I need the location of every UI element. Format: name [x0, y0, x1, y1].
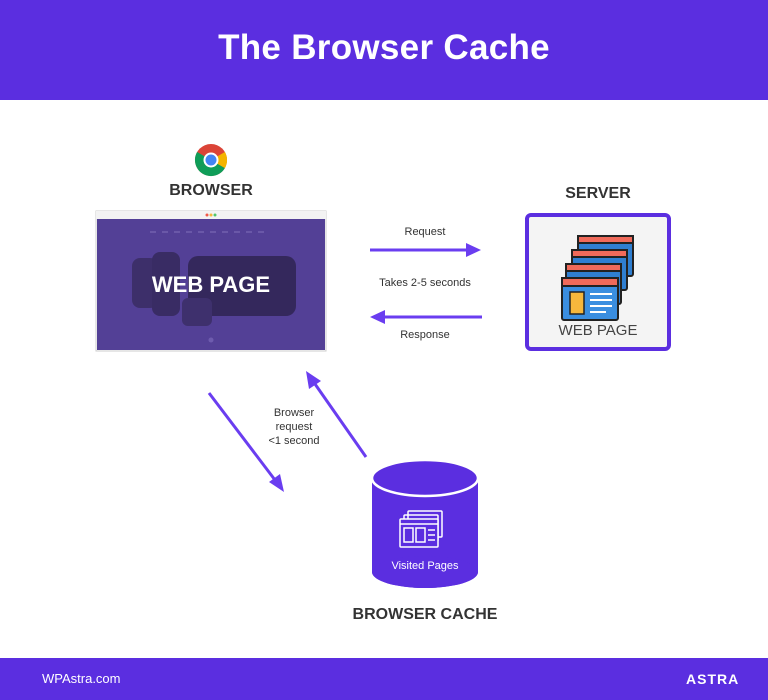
- page-title: The Browser Cache: [218, 28, 550, 67]
- browser-window: [95, 210, 327, 352]
- footer-brand-text: ASTRA: [686, 671, 740, 687]
- footer-site-link[interactable]: WPAstra.com: [42, 671, 121, 686]
- timing-label: Takes 2-5 seconds: [379, 277, 471, 289]
- cache-content-text: Visited Pages: [391, 560, 459, 572]
- browser-label: BROWSER: [169, 182, 253, 199]
- request-arrow: [370, 243, 481, 257]
- bread-image: [132, 252, 296, 326]
- from-cache-arrow: [306, 371, 368, 458]
- request-label: Request: [404, 226, 446, 238]
- cache-request-line3: <1 second: [268, 435, 320, 447]
- footer-brand: ASTRA: [680, 668, 739, 690]
- response-label: Response: [400, 329, 450, 341]
- cache-request-line1: Browser: [273, 407, 315, 419]
- cache-request-line2: request: [275, 421, 313, 433]
- cache-database-icon: [370, 458, 480, 588]
- server-label: SERVER: [565, 185, 631, 202]
- header-banner: The Browser Cache: [0, 0, 768, 100]
- response-arrow: [370, 310, 482, 324]
- server-card-text: WEB PAGE: [558, 322, 638, 339]
- server-card: [525, 213, 671, 351]
- cache-label: BROWSER CACHE: [352, 606, 498, 623]
- footer-bar: WPAstra.com ASTRA: [0, 658, 768, 700]
- cache-request-label: Browser request <1 second: [250, 406, 338, 448]
- visited-pages-icon: [399, 510, 443, 548]
- chrome-icon: [194, 144, 228, 177]
- web-pages-stack-icon: [561, 235, 634, 321]
- browser-screen-text: WEB PAGE: [151, 272, 271, 297]
- to-cache-arrow: [207, 392, 284, 492]
